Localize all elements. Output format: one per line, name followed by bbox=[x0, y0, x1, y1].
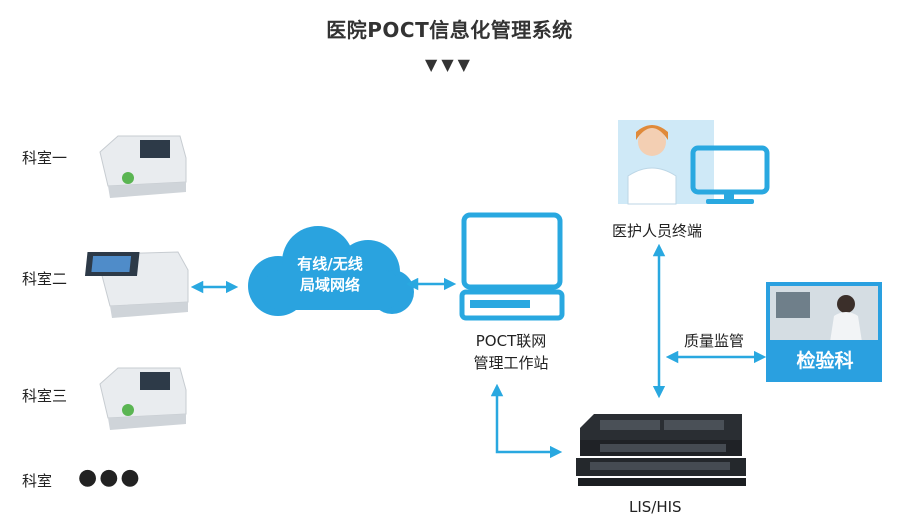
poct-device-1 bbox=[99, 135, 187, 198]
arrow-workstation-server bbox=[490, 383, 563, 459]
staff-terminal-label: 医护人员终端 bbox=[612, 222, 703, 240]
more-dots: ●●● bbox=[78, 465, 142, 490]
title-arrows: ▼▼▼ bbox=[425, 55, 474, 74]
cloud-label-line1: 有线/无线 bbox=[297, 255, 363, 273]
department-2-label: 科室二 bbox=[22, 270, 68, 288]
cloud-label-line2: 局域网络 bbox=[299, 276, 360, 294]
workstation-label: POCT联网 管理工作站 bbox=[456, 330, 566, 374]
department-more-label: 科室 bbox=[22, 472, 53, 490]
poct-device-2 bbox=[84, 251, 189, 318]
workstation-label-line1: POCT联网 bbox=[475, 332, 547, 350]
network-cloud bbox=[248, 226, 414, 316]
quality-label: 质量监管 bbox=[684, 332, 745, 350]
workstation-label-line2: 管理工作站 bbox=[473, 354, 549, 372]
server-rack bbox=[576, 414, 746, 486]
server-label: LIS/HIS bbox=[629, 498, 682, 516]
doctor-terminal-illustration bbox=[618, 120, 770, 205]
diagram-title: 医院POCT信息化管理系统 bbox=[326, 18, 573, 42]
poct-device-3 bbox=[99, 367, 187, 430]
cloud-label: 有线/无线 局域网络 bbox=[270, 254, 390, 296]
workstation-monitor-icon bbox=[459, 212, 565, 321]
lab-badge: 检验科 bbox=[770, 340, 880, 382]
department-3-label: 科室三 bbox=[22, 387, 68, 405]
department-1-label: 科室一 bbox=[22, 149, 68, 167]
